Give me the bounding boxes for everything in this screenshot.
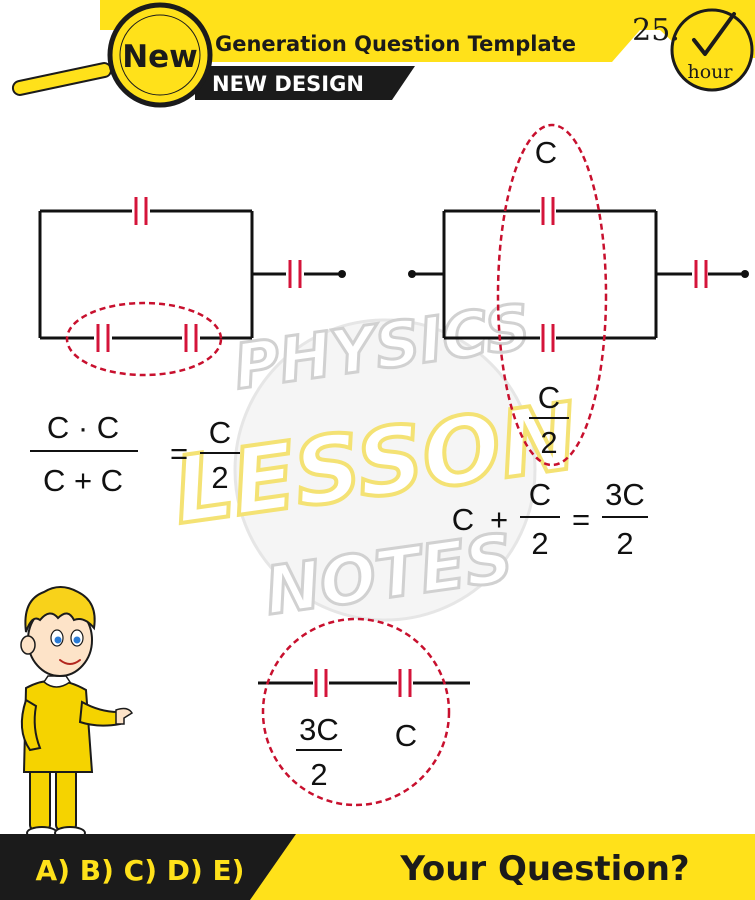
clock-unit: hour [688,61,734,83]
series-highlight-ellipse [65,301,223,377]
cartoon-boy-illustration [20,586,134,840]
capacitor-right-output [694,260,708,288]
header-subtitle-band [195,66,415,100]
sum-result-denominator: 2 [616,526,633,561]
clock-icon [670,8,754,92]
sum-result-numerator: 3C [605,477,645,512]
question-prompt: Your Question? [399,849,689,889]
header-yellow-band [100,0,755,58]
circuit-right-wires [412,209,745,340]
sum-numerator: C [529,477,551,512]
header-subtitle: NEW DESIGN [212,72,364,96]
bottom-left-denominator: 2 [310,757,327,792]
terminal-dot [741,270,749,278]
parallel-denominator: 2 [540,425,557,460]
footer: A) B) C) D) E) Your Question? [0,834,755,900]
circuit-bottom: 3C 2 C [258,617,470,807]
parallel-numerator: C [538,380,560,415]
checkmark-icon [692,12,736,56]
capacitor-bottom-1 [314,669,328,697]
capacitor-left-bottom-2 [184,324,198,352]
capacitor-bottom-2 [398,669,412,697]
header: New Generation Question Template NEW DES… [11,0,755,108]
eq-numerator: C · C [47,410,119,445]
watermark-disc [233,318,537,622]
eq-result-numerator: C [209,415,231,450]
parallel-highlight-ellipse [496,123,608,467]
header-title-band [195,30,640,62]
series-equation: C · C C + C = C 2 [30,410,240,498]
sum-c: C [452,502,474,537]
answer-options: A) B) C) D) E) [36,854,245,887]
circuit-left-wires [38,209,342,340]
eq-result-denominator: 2 [211,460,228,495]
result-highlight-circle [261,617,451,807]
capacitor-left-output [288,260,302,288]
sum-plus: + [490,502,508,537]
sum-equation: C + C 2 = 3C 2 [452,477,648,561]
terminal-dot [338,270,346,278]
capacitor-left-bottom-1 [96,324,110,352]
header-title: Generation Question Template [215,32,576,56]
sum-equals: = [572,502,590,537]
eq-equals: = [170,436,188,471]
right-top-label: C [535,135,557,170]
watermark: PHYSICS LESSON NOTES [165,288,586,631]
circuit-right: C C 2 [408,123,749,467]
circuit-left [38,197,346,377]
bottom-left-numerator: 3C [299,712,339,747]
clock-value: 25. [632,13,680,48]
footer-yellow-band [250,834,755,900]
capacitor-left-top [134,197,148,225]
capacitor-right-bottom [541,324,555,352]
new-badge-label: New [122,39,198,75]
terminal-dot [408,270,416,278]
magnifier-icon [11,2,213,108]
capacitor-right-top [541,197,555,225]
eq-denominator: C + C [43,463,123,498]
bottom-right-label: C [395,718,417,753]
sum-denominator: 2 [531,526,548,561]
